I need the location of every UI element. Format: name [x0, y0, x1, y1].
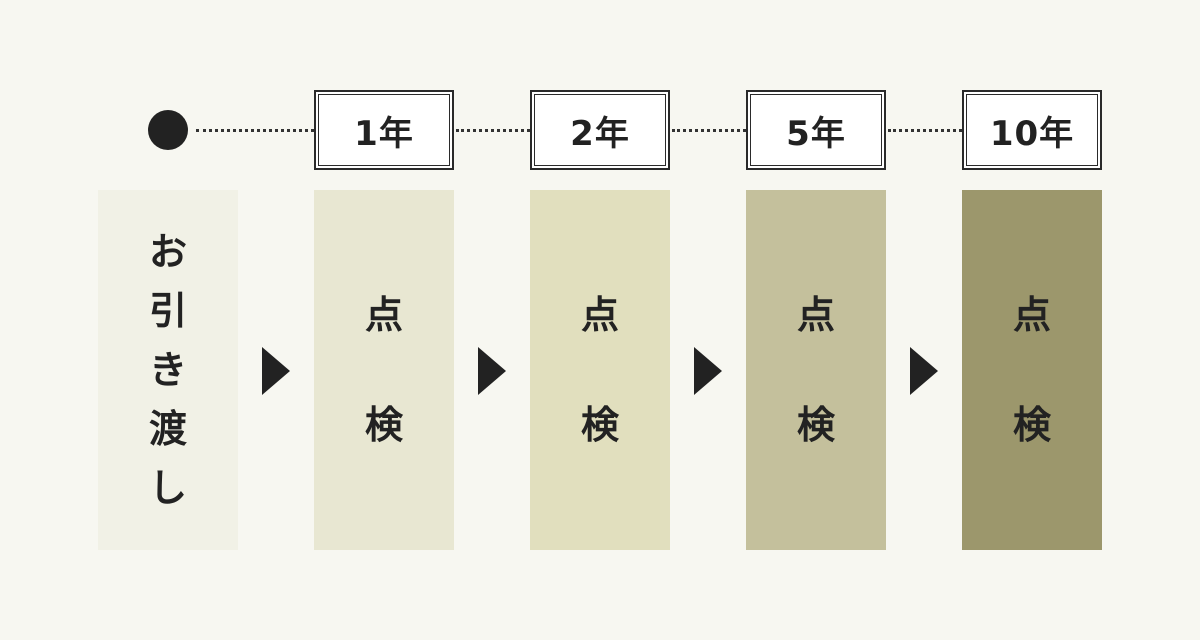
inspection-char: 検: [1012, 403, 1051, 447]
inspection-label: 点 検: [365, 288, 403, 452]
timeline-connector: [672, 129, 746, 132]
inspection-char: 点: [796, 293, 835, 337]
year-label-text: 5年: [786, 113, 846, 154]
handover-char: 引: [148, 288, 187, 333]
year-label-2: 2年: [530, 90, 670, 170]
timeline-connector: [456, 129, 530, 132]
arrow-right-icon: [478, 347, 506, 395]
handover-label: お 引 き 渡 し: [149, 223, 187, 518]
inspection-char: 検: [364, 403, 403, 447]
timeline-connector: [888, 129, 962, 132]
inspection-box-10: 点 検: [962, 190, 1102, 550]
inspection-label: 点 検: [1013, 288, 1051, 452]
handover-char: お: [148, 229, 187, 274]
arrow-right-icon: [910, 347, 938, 395]
timeline-connector: [196, 129, 314, 132]
inspection-char: 点: [580, 293, 619, 337]
inspection-box-1: 点 検: [314, 190, 454, 550]
year-label-10: 10年: [962, 90, 1102, 170]
arrow-right-icon: [262, 347, 290, 395]
handover-box: お 引 き 渡 し: [98, 190, 238, 550]
year-label-text: 10年: [989, 113, 1075, 154]
handover-char: き: [148, 347, 187, 392]
arrow-right-icon: [694, 347, 722, 395]
inspection-box-2: 点 検: [530, 190, 670, 550]
inspection-label: 点 検: [797, 288, 835, 452]
year-label-1: 1年: [314, 90, 454, 170]
year-label-text: 1年: [354, 113, 414, 154]
inspection-box-5: 点 検: [746, 190, 886, 550]
inspection-char: 点: [1012, 293, 1051, 337]
inspection-label: 点 検: [581, 288, 619, 452]
inspection-char: 点: [364, 293, 403, 337]
start-dot-icon: [148, 110, 188, 150]
year-label-5: 5年: [746, 90, 886, 170]
inspection-char: 検: [580, 403, 619, 447]
year-label-text: 2年: [570, 113, 630, 154]
handover-char: 渡: [148, 406, 187, 451]
handover-char: し: [148, 465, 187, 510]
inspection-char: 検: [796, 403, 835, 447]
